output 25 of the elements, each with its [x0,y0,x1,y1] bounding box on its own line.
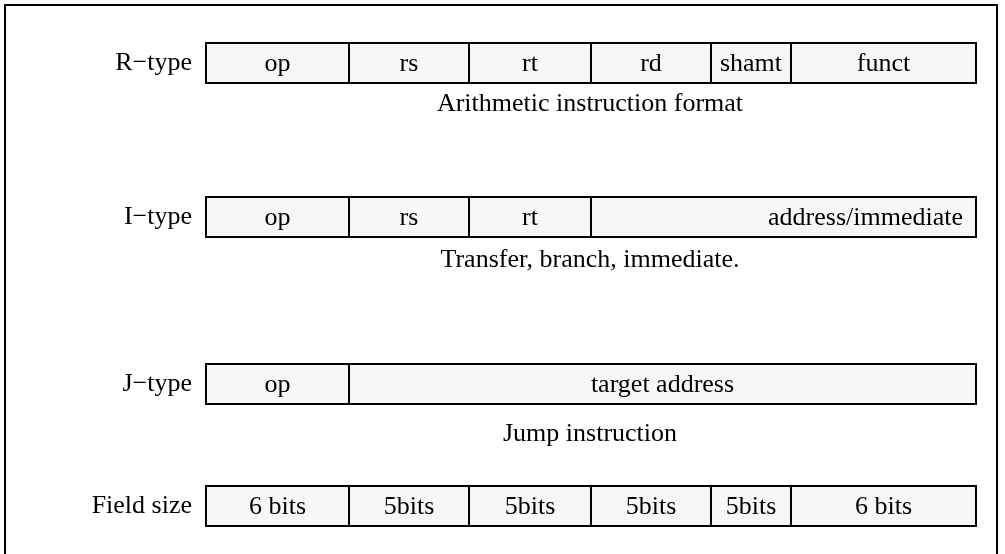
field-size-cell: 5bits [590,485,712,527]
instruction-field: rs [348,196,470,238]
instruction-field: rt [468,42,592,84]
row-label: I−type [123,201,192,231]
instruction-field: rt [468,196,592,238]
format-caption: Transfer, branch, immediate. [440,244,740,274]
instruction-field: rd [590,42,712,84]
field-size-cell: 6 bits [205,485,350,527]
instruction-field: rs [348,42,470,84]
instruction-field: op [205,196,350,238]
instruction-field: address/immediate [590,196,977,238]
format-caption: Jump instruction [502,418,678,448]
instruction-field: op [205,42,350,84]
format-caption: Arithmetic instruction format [436,88,744,118]
field-size-cell: 6 bits [790,485,977,527]
field-size-cell: 5bits [468,485,592,527]
row-label: J−type [122,368,192,398]
instruction-field: funct [790,42,977,84]
row-label: Field size [91,490,192,520]
field-size-cell: 5bits [348,485,470,527]
instruction-field: shamt [710,42,792,84]
field-size-cell: 5bits [710,485,792,527]
instruction-field: target address [348,363,977,405]
row-label: R−type [115,47,192,77]
instruction-field: op [205,363,350,405]
